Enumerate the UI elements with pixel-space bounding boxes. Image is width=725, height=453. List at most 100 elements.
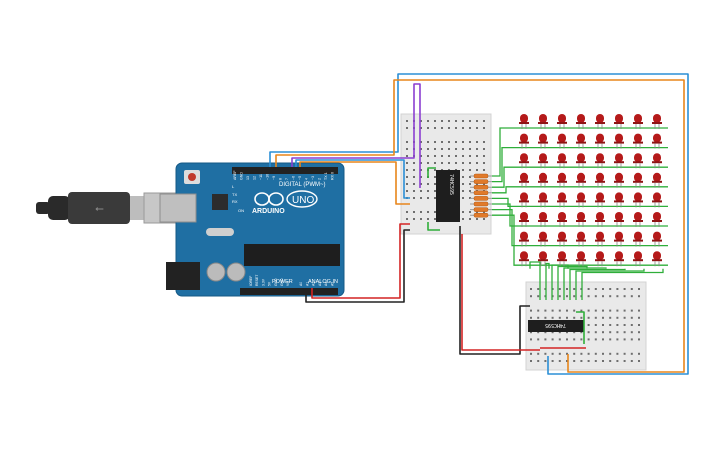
led[interactable]: [633, 133, 643, 149]
led[interactable]: [538, 212, 548, 227]
led[interactable]: [633, 172, 643, 188]
led[interactable]: [557, 153, 567, 169]
led[interactable]: [538, 114, 548, 129]
led[interactable]: [519, 172, 529, 188]
power-pin-label: Vin: [286, 281, 290, 286]
lower-shift-register[interactable]: 74HC595: [528, 320, 584, 332]
led[interactable]: [519, 251, 529, 267]
led[interactable]: [652, 251, 662, 267]
led[interactable]: [576, 231, 586, 247]
led[interactable]: [576, 192, 586, 208]
led[interactable]: [595, 251, 605, 267]
led[interactable]: [595, 231, 605, 247]
led[interactable]: [576, 251, 586, 267]
led[interactable]: [633, 251, 643, 267]
led[interactable]: [519, 231, 529, 247]
led[interactable]: [614, 192, 624, 208]
breadboard-hole: [594, 288, 597, 290]
led[interactable]: [614, 114, 624, 129]
breadboard-hole: [558, 331, 561, 334]
led[interactable]: [595, 212, 605, 227]
led[interactable]: [652, 153, 662, 169]
led[interactable]: [652, 231, 662, 247]
breadboard-hole: [420, 197, 422, 199]
led[interactable]: [652, 114, 662, 129]
led[interactable]: [576, 172, 586, 188]
led[interactable]: [633, 114, 643, 129]
power-analog-header[interactable]: [240, 288, 338, 295]
arduino-board[interactable]: DIGITAL (PWM~) POWER ANALOG IN ARDUINO U…: [159, 162, 345, 297]
breadboard-hole: [427, 127, 429, 129]
breadboard-hole: [587, 338, 590, 341]
led[interactable]: [614, 172, 624, 188]
digital-pin-label: 4: [305, 178, 309, 180]
led[interactable]: [614, 231, 624, 247]
led[interactable]: [595, 153, 605, 169]
led[interactable]: [538, 153, 548, 169]
led[interactable]: [576, 212, 586, 227]
led[interactable]: [595, 114, 605, 129]
led[interactable]: [538, 172, 548, 188]
led[interactable]: [557, 172, 567, 188]
breadboard-hole: [530, 352, 532, 355]
led[interactable]: [557, 114, 567, 129]
led[interactable]: [557, 231, 567, 247]
led[interactable]: [595, 133, 605, 149]
breadboard-hole: [537, 316, 540, 319]
led[interactable]: [538, 231, 548, 247]
breadboard-hole: [462, 183, 464, 185]
led[interactable]: [557, 192, 567, 208]
breadboard-hole: [455, 120, 457, 122]
led[interactable]: [614, 251, 624, 267]
breadboard-hole: [566, 288, 568, 290]
breadboard-hole: [630, 352, 633, 355]
breadboard-hole: [476, 127, 478, 129]
led[interactable]: [519, 192, 529, 208]
led[interactable]: [652, 133, 662, 149]
breadboard-hole: [609, 316, 612, 319]
led[interactable]: [538, 192, 548, 208]
led[interactable]: [557, 251, 567, 267]
led[interactable]: [633, 231, 643, 247]
led[interactable]: [652, 212, 662, 227]
led[interactable]: [519, 114, 529, 129]
breadboard-hole: [602, 352, 604, 355]
led[interactable]: [576, 153, 586, 169]
led[interactable]: [557, 212, 567, 227]
breadboard-hole: [420, 148, 422, 150]
tx-label: TX: [232, 192, 237, 197]
breadboard-hole: [434, 148, 436, 150]
led[interactable]: [519, 153, 529, 169]
breadboard-hole: [420, 155, 422, 157]
led[interactable]: [614, 153, 624, 169]
led[interactable]: [633, 153, 643, 169]
breadboard-hole: [587, 309, 590, 312]
led[interactable]: [595, 192, 605, 208]
led[interactable]: [576, 133, 586, 149]
led[interactable]: [538, 251, 548, 267]
breadboard-hole: [469, 127, 471, 129]
led[interactable]: [633, 192, 643, 208]
digital-header[interactable]: [232, 167, 338, 174]
led[interactable]: [557, 133, 567, 149]
led[interactable]: [519, 212, 529, 227]
l-label: L: [232, 184, 235, 189]
led[interactable]: [519, 133, 529, 149]
breadboard-hole: [420, 211, 422, 213]
breadboard-hole: [483, 141, 485, 143]
led[interactable]: [652, 192, 662, 208]
breadboard-hole: [638, 360, 640, 362]
led[interactable]: [633, 212, 643, 227]
rx-label: RX: [232, 199, 238, 204]
upper-shift-register[interactable]: 74HC595: [436, 170, 460, 222]
led[interactable]: [576, 114, 586, 129]
analog-label: ANALOG IN: [308, 279, 338, 285]
breadboard-hole: [580, 309, 583, 312]
breadboard-hole: [427, 197, 429, 199]
led[interactable]: [538, 133, 548, 149]
led[interactable]: [652, 172, 662, 188]
led[interactable]: [614, 212, 624, 227]
led[interactable]: [614, 133, 624, 149]
led[interactable]: [595, 172, 605, 188]
